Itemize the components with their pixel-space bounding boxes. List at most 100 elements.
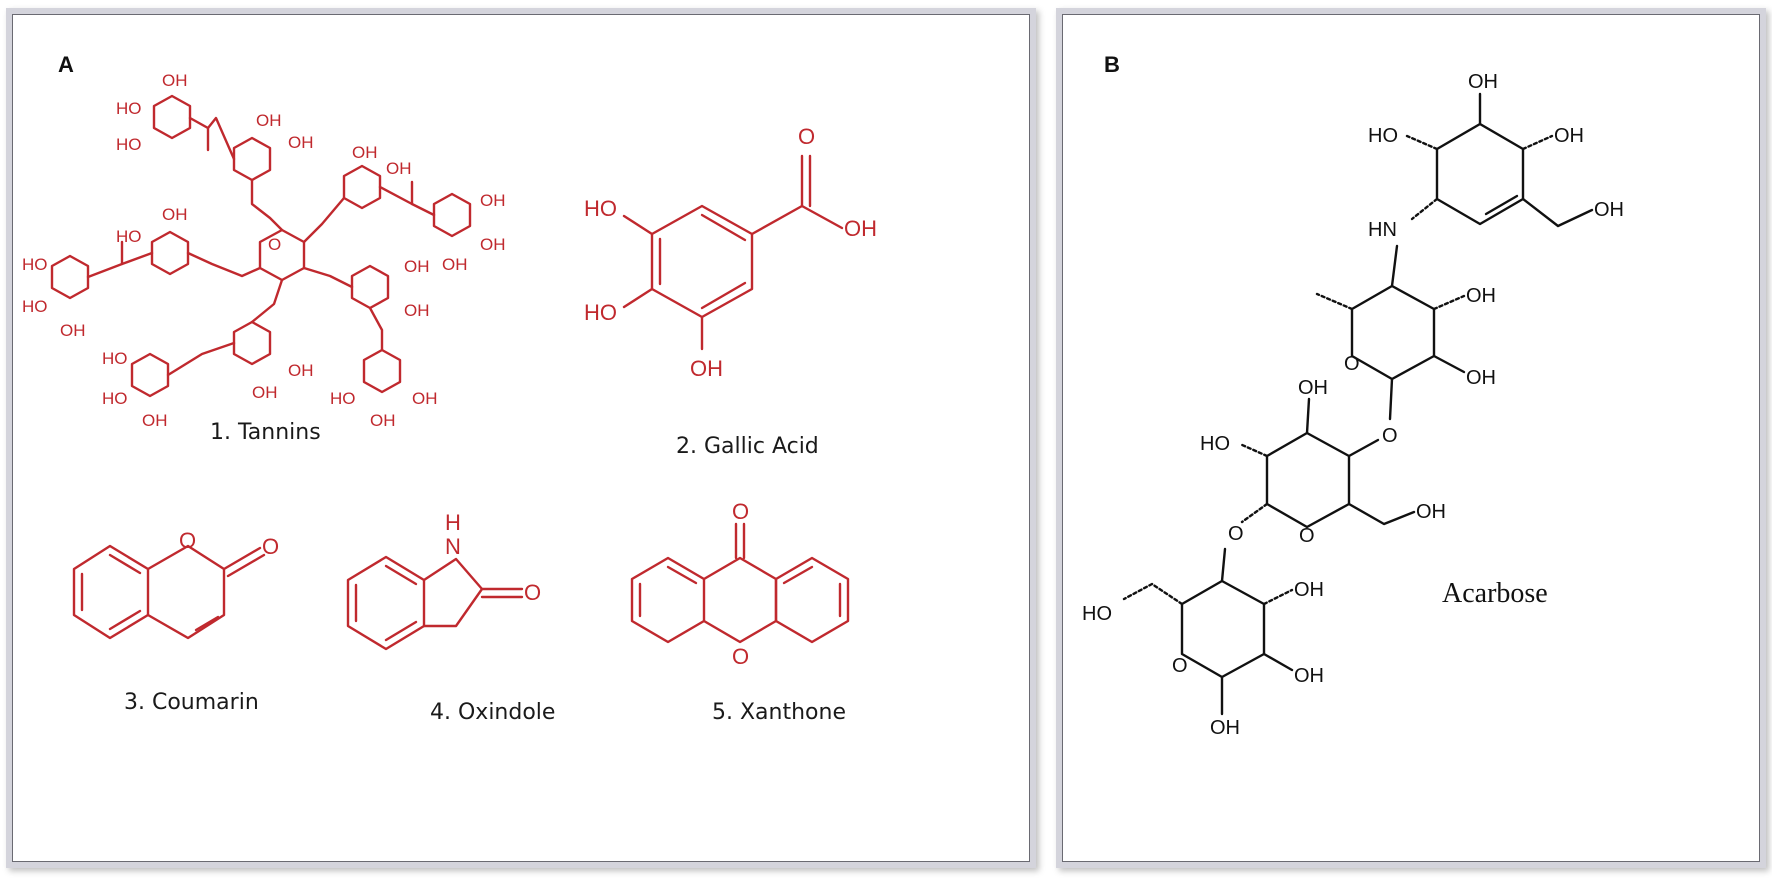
acarbose-glycosidic-o-label: O xyxy=(1228,523,1244,545)
tannins-oh-label: OH xyxy=(142,411,168,430)
acarbose-oh-label: OH xyxy=(1554,125,1584,147)
xanthone-left-ring xyxy=(630,556,706,644)
tannins-ester-bond xyxy=(86,251,154,279)
acarbose-glucose-unit: OH HO O OH O xyxy=(1200,377,1446,547)
tannins-oh-label: OH xyxy=(480,191,506,210)
gallic-acid-bond xyxy=(800,204,844,230)
acarbose-ring-o-label: O xyxy=(1172,655,1188,677)
tannins-oh-label: OH xyxy=(404,257,430,276)
acarbose-reducing-glucose-ring xyxy=(1180,579,1266,679)
panel-b: B OH HO OH OH HN O OH OH O xyxy=(1056,8,1766,868)
acarbose-ring-o-label: O xyxy=(1344,353,1360,375)
acarbose-ring-o-label: O xyxy=(1299,525,1315,547)
tannins-galloyl-ring xyxy=(150,230,190,276)
panel-b-label: B xyxy=(1104,52,1120,77)
acarbose-hashed-bond xyxy=(1262,588,1294,606)
coumarin-o-label: O xyxy=(179,528,196,553)
acarbose-hydroxymethyl-bond xyxy=(1521,197,1594,228)
acarbose-bond xyxy=(1347,438,1380,458)
acarbose-hashed-bond xyxy=(1238,442,1269,458)
acarbose-oh-label: OH xyxy=(1594,199,1624,221)
acarbose-ho-label: HO xyxy=(1082,603,1112,625)
gallic-acid-bond xyxy=(750,204,804,236)
tannins-oh-label: OH xyxy=(442,255,468,274)
coumarin-double-bond xyxy=(108,609,142,631)
coumarin-structure: O O xyxy=(72,528,279,640)
acarbose-aminosugar-unit: O OH OH O xyxy=(1315,244,1496,447)
coumarin-pyrone-ring xyxy=(146,544,226,640)
gallic-acid-ho-label: HO xyxy=(584,300,617,325)
acarbose-double-bond xyxy=(1484,194,1519,216)
oxindole-double-bond xyxy=(384,564,418,586)
gallic-acid-oh-label: OH xyxy=(690,356,723,381)
acarbose-cyclohexene-unit: OH HO OH OH HN xyxy=(1368,71,1624,241)
compound-caption-oxindole: 4. Oxindole xyxy=(430,700,556,725)
oxindole-lactam-ring xyxy=(422,557,484,628)
coumarin-carbonyl xyxy=(222,546,262,571)
tannins-ester-bond xyxy=(250,178,284,232)
tannins-galloyl-ring xyxy=(362,348,402,394)
tannins-oh-label: OH xyxy=(370,411,396,430)
tannins-oh-label: OH xyxy=(162,205,188,224)
coumarin-double-bond xyxy=(194,615,220,632)
tannins-oh-label: OH xyxy=(352,143,378,162)
xanthone-pyrone-ring xyxy=(702,556,778,644)
gallic-acid-double-bond xyxy=(700,281,747,310)
xanthone-double-bond xyxy=(782,565,814,585)
oxindole-o-label: O xyxy=(524,580,541,605)
coumarin-carbonyl-o-label: O xyxy=(262,534,279,559)
oxindole-benzene-ring xyxy=(346,555,426,651)
tannins-ester-bond xyxy=(250,278,284,324)
tannins-ester-bond xyxy=(166,341,236,377)
compound-caption-gallic-acid: 2. Gallic Acid xyxy=(676,434,819,459)
tannins-ester-bond xyxy=(368,306,384,352)
acarbose-oh-label: OH xyxy=(1466,367,1496,389)
tannins-oh-label: OH xyxy=(288,133,314,152)
xanthone-structure: O O xyxy=(630,499,850,669)
compound-caption-xanthone: 5. Xanthone xyxy=(712,700,846,725)
acarbose-aminosugar-ring xyxy=(1350,284,1436,381)
tannins-galloyl-ring xyxy=(152,94,192,140)
oxindole-n-label: N xyxy=(445,534,461,559)
tannins-oh-label: OH xyxy=(60,321,86,340)
tannins-oh-label: OH xyxy=(256,111,282,130)
acarbose-hashed-bond xyxy=(1122,582,1184,606)
tannins-galloyl-ring xyxy=(232,320,272,366)
compound-caption-tannins: 1. Tannins xyxy=(210,420,321,445)
panel-a: A O xyxy=(6,8,1036,868)
tannins-ho-label: HO xyxy=(22,255,48,274)
tannins-ester-bond xyxy=(302,266,354,289)
acarbose-glucose-ring xyxy=(1265,431,1351,529)
tannins-galloyl-ring xyxy=(342,164,382,210)
acarbose-wedge-bond xyxy=(1262,652,1294,672)
tannins-ho-label: HO xyxy=(116,135,142,154)
panel-a-frame xyxy=(12,14,1030,862)
acarbose-oh-label: OH xyxy=(1416,501,1446,523)
xanthone-right-ring xyxy=(774,556,850,644)
compound-name-acarbose: Acarbose xyxy=(1442,578,1548,609)
acarbose-hashed-bond xyxy=(1240,502,1269,524)
tannins-ho-label: HO xyxy=(330,389,356,408)
acarbose-ho-label: HO xyxy=(1200,433,1230,455)
tannins-ester-bond xyxy=(186,251,262,278)
tannins-ester-bond xyxy=(302,196,346,244)
acarbose-hashed-bond xyxy=(1315,292,1354,311)
coumarin-benzene-ring xyxy=(72,544,150,640)
acarbose-ho-label: HO xyxy=(1368,125,1398,147)
acarbose-oh-label: OH xyxy=(1298,377,1328,399)
coumarin-carbonyl xyxy=(226,553,266,578)
acarbose-hashed-bond xyxy=(1410,197,1439,221)
xanthone-ring-o-label: O xyxy=(732,644,749,669)
panel-a-label: A xyxy=(58,52,74,77)
tannins-ho-label: HO xyxy=(116,227,142,246)
tannins-ho-label: HO xyxy=(116,99,142,118)
oxindole-double-bond xyxy=(384,620,418,642)
acarbose-wedge-bond xyxy=(1432,354,1466,374)
acarbose-oh-label: OH xyxy=(1294,665,1324,687)
tannins-oh-label: OH xyxy=(162,71,188,90)
panel-b-frame xyxy=(1062,14,1760,862)
acarbose-hashed-bond xyxy=(1521,134,1554,151)
panel-a-structures: O OH H xyxy=(22,71,877,669)
gallic-acid-double-bond xyxy=(700,213,747,242)
tannins-oh-label: OH xyxy=(404,301,430,320)
